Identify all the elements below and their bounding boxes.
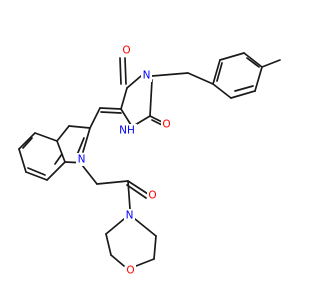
bond-22 bbox=[100, 111, 122, 114]
bond-43 bbox=[105, 218, 125, 235]
atom-n-imide-label: N bbox=[143, 70, 151, 82]
bond-30 bbox=[34, 132, 58, 142]
atom-n-morpholine-label: N bbox=[126, 210, 134, 222]
atom-n-indole: N bbox=[76, 153, 87, 166]
bond-8 bbox=[216, 62, 223, 82]
atom-o-top: O bbox=[121, 44, 132, 57]
bond-21 bbox=[99, 107, 122, 110]
bond-31 bbox=[18, 132, 36, 150]
bond-28 bbox=[68, 125, 91, 129]
bond-37 bbox=[54, 153, 63, 165]
atom-o-ketone: O bbox=[147, 189, 158, 202]
atom-o-morpholine: O bbox=[125, 264, 136, 277]
bond-48 bbox=[134, 218, 157, 237]
atom-o-morpholine-label: O bbox=[126, 265, 134, 277]
bond-47 bbox=[153, 235, 157, 260]
bond-15 bbox=[134, 115, 151, 126]
bond-4 bbox=[212, 83, 232, 99]
bond-46 bbox=[135, 258, 155, 267]
bond-29 bbox=[76, 137, 85, 156]
bond-lines bbox=[18, 52, 281, 267]
bond-33 bbox=[25, 171, 48, 181]
bond-39 bbox=[96, 180, 129, 185]
bond-40 bbox=[127, 180, 149, 195]
bond-26 bbox=[56, 140, 66, 163]
bond-36 bbox=[27, 167, 46, 176]
atom-nh-label: NH bbox=[119, 125, 135, 137]
bond-45 bbox=[110, 254, 125, 267]
atom-nh: NH bbox=[117, 124, 137, 137]
bond-12 bbox=[126, 75, 142, 89]
atom-o-right-label: O bbox=[162, 119, 170, 131]
bond-17 bbox=[124, 57, 127, 85]
atom-n-indole-label: N bbox=[78, 154, 86, 166]
bond-44 bbox=[105, 233, 112, 256]
bond-7 bbox=[234, 85, 254, 92]
bond-11 bbox=[151, 72, 189, 77]
bond-13 bbox=[120, 87, 128, 110]
bond-5 bbox=[212, 59, 221, 85]
atom-o-right: O bbox=[161, 118, 172, 131]
molecule-structure: O N O NH N O N O bbox=[18, 44, 281, 277]
bond-38 bbox=[81, 164, 98, 185]
bond-27 bbox=[56, 125, 70, 142]
bond-42 bbox=[127, 180, 131, 210]
atom-labels: O N O NH N O N O bbox=[76, 44, 172, 277]
atom-o-top-label: O bbox=[122, 45, 130, 57]
bond-2 bbox=[254, 66, 263, 92]
bond-24 bbox=[82, 127, 91, 153]
bond-16 bbox=[149, 79, 153, 117]
bond-14 bbox=[120, 108, 132, 126]
bond-18 bbox=[119, 57, 122, 85]
bond-3 bbox=[230, 90, 256, 99]
bond-9 bbox=[261, 59, 281, 68]
bond-6 bbox=[246, 57, 260, 68]
bond-19 bbox=[149, 115, 163, 123]
bond-35 bbox=[22, 137, 33, 149]
bond-23 bbox=[89, 107, 101, 129]
bond-0 bbox=[219, 52, 245, 61]
bond-34 bbox=[46, 161, 66, 181]
atom-o-ketone-label: O bbox=[148, 190, 156, 202]
bond-10 bbox=[187, 72, 214, 85]
atom-n-imide: N bbox=[141, 69, 152, 82]
atom-n-morpholine: N bbox=[124, 209, 135, 222]
bond-41 bbox=[126, 184, 147, 199]
bond-32 bbox=[18, 148, 27, 173]
bond-1 bbox=[243, 52, 263, 68]
